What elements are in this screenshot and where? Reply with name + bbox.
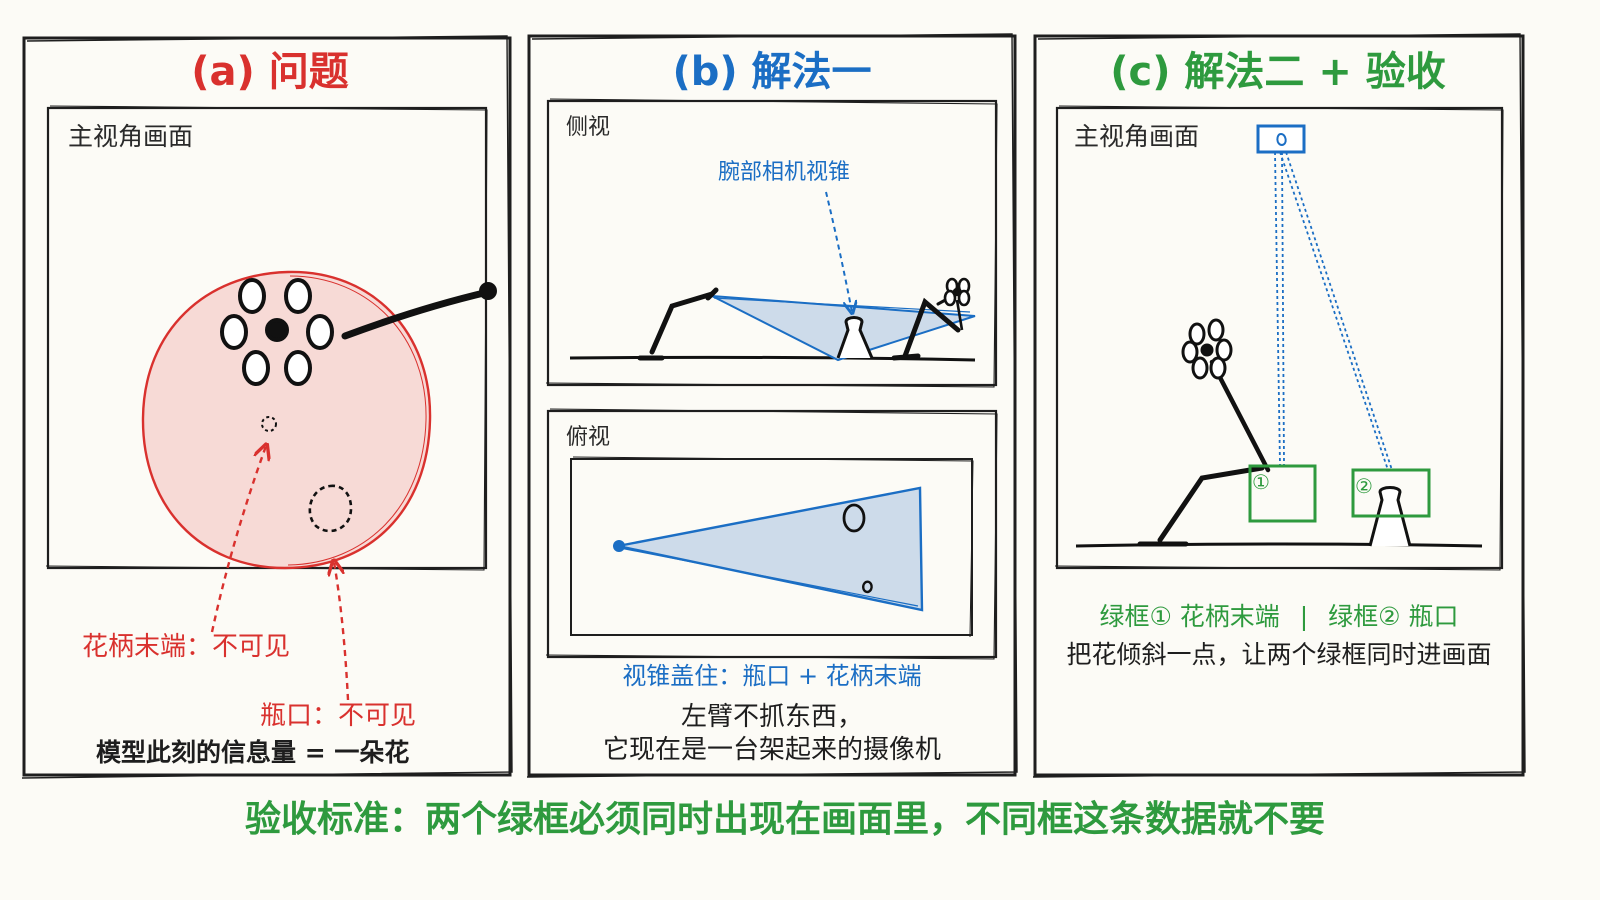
- panel-b-top-view-box: [545, 408, 998, 660]
- footer-acceptance-criteria: 验收标准：两个绿框必须同时出现在画面里，不同框这条数据就不要: [244, 799, 1325, 840]
- panel-b-top-cone: [613, 486, 924, 612]
- panel-c-marker-2: ②: [1355, 474, 1373, 498]
- panel-c-view-label: 主视角画面: [1074, 122, 1200, 151]
- panel-c-marker-1: ①: [1252, 470, 1270, 494]
- panel-b-cover-note: 视锥盖住：瓶口 + 花柄末端: [622, 662, 922, 690]
- panel-b-desc-line2: 它现在是一台架起来的摄像机: [602, 735, 941, 765]
- panel-c-instruction: 把花倾斜一点，让两个绿框同时进画面: [1066, 640, 1492, 669]
- panel-c-flower: [1181, 318, 1233, 380]
- panel-c-legend-separator: |: [1299, 602, 1309, 631]
- panel-c-ground: [1075, 542, 1483, 548]
- panel-b-frame: [526, 33, 1018, 778]
- panel-b-left-arm: [637, 287, 719, 361]
- panel-b-top-bottle-mouth: [842, 503, 866, 533]
- panel-a-flower-head: [220, 278, 334, 386]
- panel-b-title: (b) 解法一: [672, 49, 872, 95]
- panel-c-arm: [1137, 359, 1271, 547]
- panel-a-frame: [21, 35, 513, 779]
- panel-b-top-inner-box: [570, 456, 974, 638]
- panel-c-green-box-2: [1351, 468, 1431, 518]
- panel-b-side-ground: [569, 355, 976, 362]
- panel-b-cone-label: 腕部相机视锥: [718, 160, 851, 185]
- panel-a-mouth-note: 瓶口：不可见: [260, 701, 417, 731]
- panel-b-side-view-box: [545, 98, 998, 388]
- panel-a-view-label: 主视角画面: [68, 122, 194, 151]
- panel-c-green-box-1: [1248, 464, 1317, 523]
- panel-c-legend-part2: 绿框② 瓶口: [1328, 602, 1459, 631]
- panel-b-side-bottle: [836, 316, 874, 359]
- panel-a-arm: [341, 282, 497, 340]
- panel-a-bottle-mouth-marker: [308, 484, 353, 533]
- panel-a-red-zone: [141, 270, 432, 570]
- panel-c-legend: 绿框① 花柄末端 | 绿框② 瓶口: [1035, 604, 1523, 629]
- panel-b-side-label: 侧视: [566, 115, 611, 140]
- panel-c-frame: [1032, 33, 1526, 778]
- panel-a-stem-note: 花柄末端：不可见: [82, 632, 291, 662]
- panel-b-cone-arrow: [825, 191, 852, 312]
- panel-a-arrow-mouth: [334, 562, 350, 701]
- panel-c-camera: [1256, 124, 1306, 154]
- panel-b-side-flower: [943, 277, 971, 331]
- panel-c-title: (c) 解法二 + 验收: [1110, 49, 1446, 95]
- panel-a-summary: 模型此刻的信息量 = 一朵花: [96, 738, 410, 767]
- panel-b-desc-line1: 左臂不抓东西，: [680, 702, 863, 732]
- panel-c-view-box: [1054, 105, 1504, 571]
- panel-b-top-stem-end: [862, 580, 873, 594]
- panel-a-arrow-stem: [210, 446, 266, 633]
- panel-a-title: (a) 问题: [191, 49, 349, 95]
- panel-b-top-label: 俯视: [566, 425, 611, 450]
- panel-c-legend-part1: 绿框① 花柄末端: [1099, 602, 1280, 631]
- panel-c-camera-rays: [1274, 151, 1393, 471]
- panel-a-stem-end-marker: [261, 416, 277, 432]
